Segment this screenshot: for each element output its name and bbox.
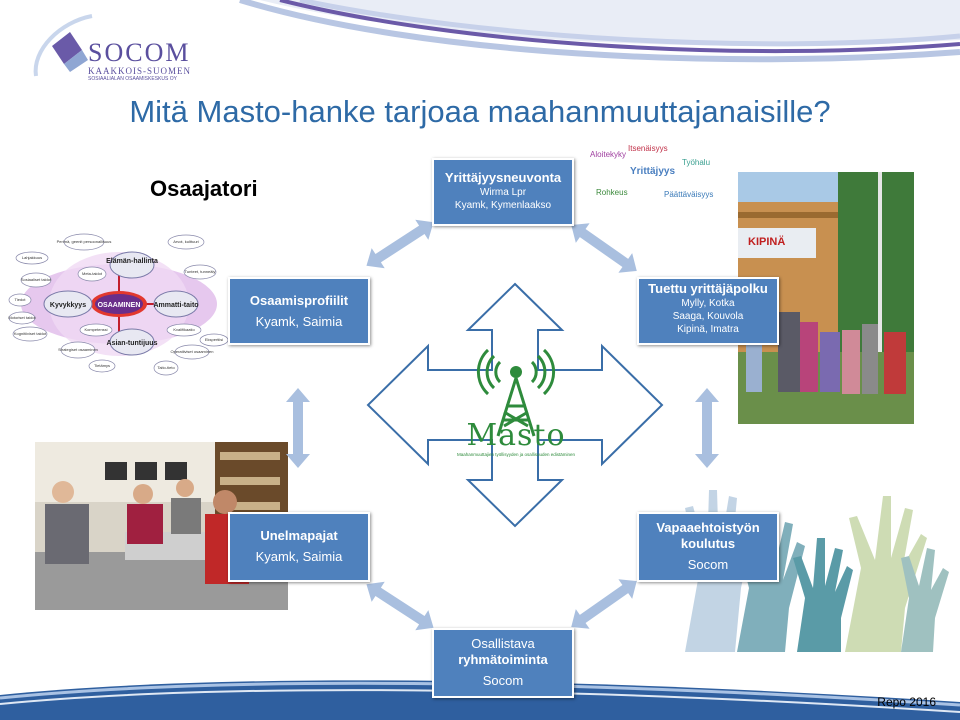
wordcloud-word-4: Päättäväisyys	[664, 190, 714, 199]
box-vapaa-line1: Socom	[687, 557, 729, 572]
mindmap-small-15: Operatiiviset osaaminen	[171, 349, 214, 354]
osaaminen-mindmap: OSAAMINEN Elämän-hallinta Ammatti-taito …	[8, 233, 228, 376]
box-yrittajyys-title: Yrittäjyysneuvonta	[444, 170, 562, 185]
wordcloud-center: Yrittäjyys	[630, 166, 676, 177]
wordcloud-word-2: Työhalu	[682, 158, 711, 167]
box-tuettu-title: Tuettu yrittäjäpolku	[648, 281, 768, 296]
mindmap-node-kyvykkyys: Kyvykkyys	[50, 302, 86, 309]
mindmap-small-11: Kvalifikaatio	[173, 327, 195, 332]
box-osaamisprofiilit[interactable]: Osaamisprofiilit Kyamk, Saimia	[228, 277, 370, 345]
yrittajyys-wordcloud: Yrittäjyys Itsenäisyys Aloitekyky Työhal…	[588, 142, 728, 202]
mindmap-small-1: Arvot, kulttuuri	[173, 239, 199, 244]
box-tuettu-line1: Mylly, Kotka	[681, 298, 735, 309]
box-unelma-title: Unelmapajat	[260, 528, 338, 543]
mindmap-small-10: Strategiset osaaminen	[58, 347, 98, 352]
box-yrittajyys-line2: Kyamk, Kymenlaakso	[454, 200, 552, 211]
box-yrittajyysneuvonta[interactable]: Yrittäjyysneuvonta Wirma Lpr Kyamk, Kyme…	[432, 158, 574, 226]
mindmap-small-14: Taito-tieto	[157, 365, 175, 370]
box-tuettu-yrittajapolku[interactable]: Tuettu yrittäjäpolku Mylly, Kotka Saaga,…	[637, 277, 779, 345]
mindmap-small-6: Tiedot	[15, 297, 27, 302]
header-swoosh	[239, 0, 960, 63]
mindmap-small-9: Kompetenssi	[84, 327, 107, 332]
logo-name: SOCOM	[88, 38, 191, 67]
arrow-left-top	[359, 212, 441, 276]
box-vapaaehtoistyon-koulutus[interactable]: Vapaaehtoistyön koulutus Socom	[637, 512, 779, 582]
mindmap-small-7: Motoriset taidot	[8, 315, 36, 320]
mindmap-small-2: Lahjakkuus	[22, 255, 42, 260]
mindmap-center-text: OSAAMINEN	[98, 302, 141, 309]
box-osallistava-title2: ryhmätoiminta	[458, 652, 548, 667]
box-osallistava-line1: Socom	[482, 673, 524, 688]
wordcloud-word-3: Rohkeus	[596, 188, 628, 197]
page-title: Mitä Masto-hanke tarjoaa maahanmuuttajan…	[129, 94, 831, 129]
box-vapaa-title2: koulutus	[680, 536, 736, 551]
box-osallistava-ryhmatoiminta[interactable]: Osallistava ryhmätoiminta Socom	[432, 628, 574, 698]
arrow-right-mid	[695, 388, 719, 468]
osaajatori-label: Osaajatori	[150, 176, 258, 201]
kipina-sign: KIPINÄ	[748, 236, 786, 248]
arrow-right-top	[564, 215, 644, 281]
masto-tagline: Maahanmuuttajien työllisyyden ja osallis…	[456, 452, 576, 457]
socom-logo: SOCOM KAAKKOIS-SUOMEN SOSIAALIALAN OSAAM…	[30, 10, 210, 84]
hands-graphic	[685, 490, 949, 652]
mindmap-small-0: Perimä, geenit persoonallisuus	[57, 239, 112, 244]
arrow-right-bottom	[564, 571, 644, 637]
mindmap-small-13: Tietämys	[94, 363, 110, 368]
footer-credit: Repo 2016	[877, 695, 936, 709]
wordcloud-word-0: Itsenäisyys	[628, 144, 668, 153]
box-unelmapajat[interactable]: Unelmapajat Kyamk, Saimia	[228, 512, 370, 582]
arrow-left-bottom	[359, 574, 441, 638]
masto-wordmark: Masto	[466, 418, 566, 453]
box-osaamis-title: Osaamisprofiilit	[249, 293, 349, 308]
box-osallistava-title1: Osallistava	[471, 636, 535, 651]
box-tuettu-line3: Kipinä, Imatra	[677, 324, 739, 335]
mindmap-small-4: Tunteet, tunneäly	[185, 269, 216, 274]
mindmap-small-12: Ekspertiisi	[205, 337, 223, 342]
box-unelma-line1: Kyamk, Saimia	[255, 549, 343, 564]
mindmap-small-5: Sosiaaliset taidot	[21, 277, 52, 282]
masto-logo-icon	[476, 348, 556, 437]
mindmap-node-asiantuntijuus: Asian-tuntijuus	[107, 340, 158, 347]
logo-line2: SOSIAALIALAN OSAAMISKESKUS OY	[88, 76, 177, 82]
box-tuettu-line2: Saaga, Kouvola	[672, 311, 744, 322]
box-vapaa-title1: Vapaaehtoistyön	[656, 520, 760, 535]
box-yrittajyys-line1: Wirma Lpr	[479, 187, 527, 198]
mindmap-small-3: Meta-taidot	[82, 271, 103, 276]
logo-mark-icon	[33, 14, 93, 77]
mindmap-node-ammattitaito: Ammatti-taito	[153, 302, 198, 309]
box-osaamis-line1: Kyamk, Saimia	[255, 314, 343, 329]
mindmap-node-elamanhallinta: Elämän-hallinta	[106, 258, 158, 265]
logo-line1: KAAKKOIS-SUOMEN	[88, 66, 192, 76]
wordcloud-word-1: Aloitekyky	[590, 150, 627, 159]
mindmap-small-8: Kognitiiviset taidot	[14, 331, 47, 336]
arrow-left-mid	[286, 388, 310, 468]
